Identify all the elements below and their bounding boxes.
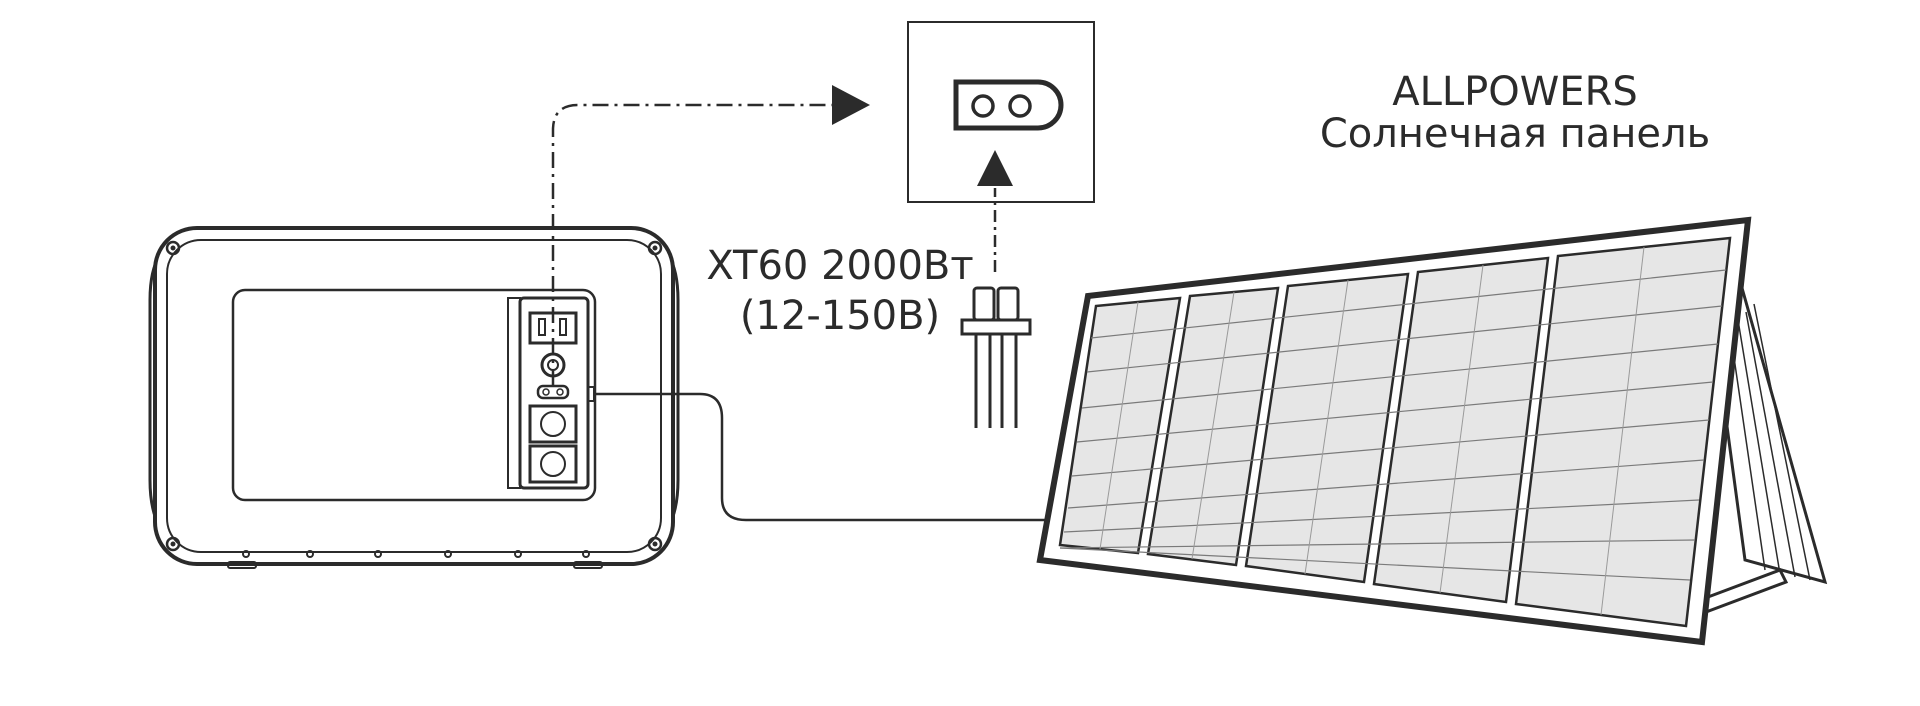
solar-panel-name: Солнечная панель [1319,111,1711,157]
dashdot-arrow-to-callout [551,103,832,385]
xt60-port-icon [907,21,1095,203]
xt60-label-power: XT60 2000Вт [706,243,974,289]
xt60-plug-icon [960,286,1032,428]
power-station-icon [148,226,680,569]
cable-station-to-panel [594,392,1052,522]
solar-panel-brand: ALLPOWERS [1392,69,1638,115]
xt60-label-voltage: (12-150В) [739,293,941,339]
arrow-head [832,85,870,125]
solar-panel-icon [1036,216,1828,646]
